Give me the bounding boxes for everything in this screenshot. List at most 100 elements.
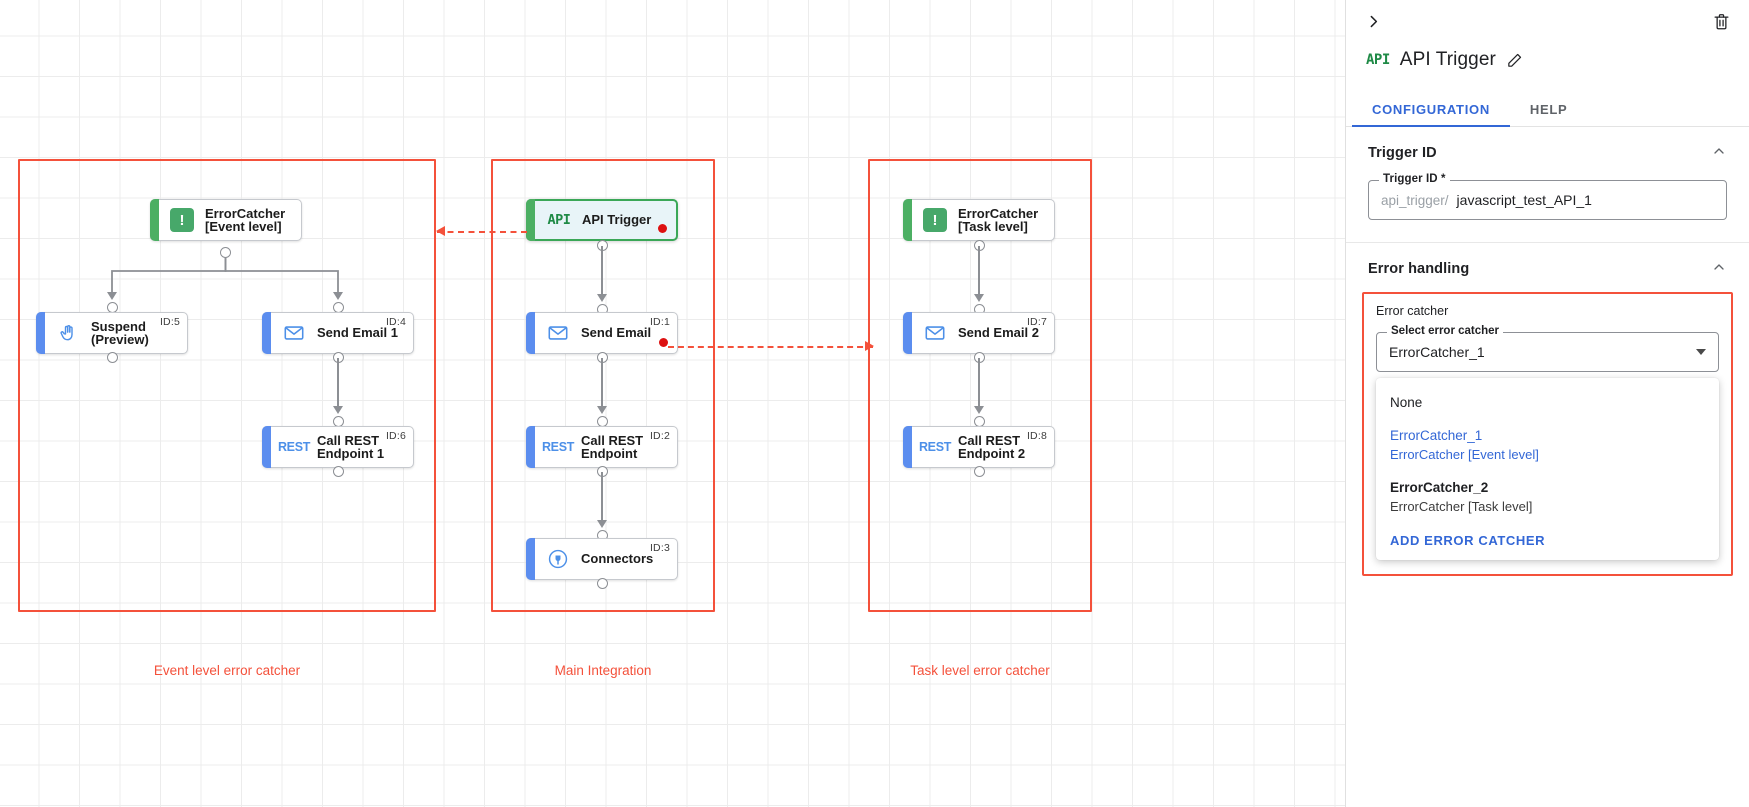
edge-send-email-to-call-rest (601, 358, 603, 410)
arrowhead-to-call-rest (596, 406, 607, 414)
arrowhead-to-send-email-2 (973, 294, 984, 302)
section-title: Trigger ID (1368, 144, 1437, 161)
add-error-catcher-button[interactable]: ADD ERROR CATCHER (1390, 533, 1546, 548)
port-out-call-rest-1[interactable] (332, 466, 344, 477)
arrowhead-to-call-rest-2 (973, 406, 984, 414)
node-label: Call REST Endpoint 2 (958, 432, 1026, 461)
section-title: Error handling (1368, 260, 1470, 277)
group-caption-main-integration: Main Integration (554, 663, 652, 678)
node-label: Call REST Endpoint (581, 432, 644, 461)
arrowhead-to-connectors (596, 520, 607, 528)
select-error-catcher-value: ErrorCatcher_1 (1389, 344, 1485, 360)
port-out-suspend[interactable] (106, 352, 118, 363)
edge-call-rest-to-connectors (601, 472, 603, 524)
rest-icon: REST (918, 440, 952, 454)
node-accent-bar (150, 199, 159, 241)
arrowhead-to-call-rest-1 (332, 406, 343, 414)
error-catcher-icon: ! (922, 207, 948, 233)
edge-send-email-1-to-call-rest-1 (337, 358, 339, 410)
node-error-catcher-task-level[interactable]: ! ErrorCatcher [Task level] (903, 199, 1055, 241)
port-out-connectors[interactable] (596, 578, 608, 589)
node-accent-bar (526, 538, 535, 580)
node-call-rest-endpoint[interactable]: REST Call REST Endpoint ID:2 (526, 426, 678, 468)
trigger-id-prefix: api_trigger/ (1381, 192, 1449, 208)
workflow-canvas[interactable]: Event level error catcher Main Integrati… (0, 0, 1345, 807)
node-label: Connectors (581, 551, 654, 567)
rest-icon: REST (541, 440, 575, 454)
chevron-up-icon[interactable] (1711, 259, 1727, 278)
group-box-main-integration (491, 159, 715, 612)
node-error-catcher-event-level[interactable]: ! ErrorCatcher [Event level] (150, 199, 302, 241)
section-header-trigger-id[interactable]: Trigger ID (1346, 127, 1749, 172)
trigger-id-input[interactable]: Trigger ID * api_trigger/ javascript_tes… (1368, 173, 1727, 220)
node-accent-bar (526, 426, 535, 468)
rest-icon: REST (277, 440, 311, 454)
node-accent-bar (903, 312, 912, 354)
node-label: Send Email 2 (958, 325, 1039, 341)
tab-help[interactable]: HELP (1529, 102, 1568, 117)
tab-configuration[interactable]: CONFIGURATION (1352, 92, 1510, 127)
option-primary: ErrorCatcher_1 (1390, 428, 1483, 443)
node-label: Call REST Endpoint 1 (317, 432, 385, 461)
option-secondary: ErrorCatcher [Task level] (1390, 499, 1533, 514)
error-indicator-dot (658, 224, 667, 233)
dashed-line (668, 346, 873, 348)
node-send-email-2[interactable]: Send Email 2 ID:7 (903, 312, 1055, 354)
node-accent-bar (262, 312, 271, 354)
section-header-error-handling[interactable]: Error handling (1346, 243, 1749, 288)
error-catcher-box-title: Error catcher (1376, 304, 1449, 318)
node-call-rest-endpoint-2[interactable]: REST Call REST Endpoint 2 ID:8 (903, 426, 1055, 468)
trigger-id-field-wrap: Trigger ID * api_trigger/ javascript_tes… (1346, 172, 1749, 242)
error-catcher-dropdown[interactable]: None ErrorCatcher_1 ErrorCatcher [Event … (1376, 378, 1719, 560)
option-primary: ErrorCatcher_2 (1390, 480, 1489, 495)
panel-title-row: API API Trigger (1346, 42, 1749, 78)
collapse-panel-button[interactable] (1360, 8, 1386, 34)
node-id-badge: ID:6 (385, 430, 406, 442)
section-trigger-id: Trigger ID Trigger ID * api_trigger/ jav… (1346, 127, 1749, 243)
panel-tabs: CONFIGURATION HELP (1346, 92, 1749, 127)
dropdown-option-none[interactable]: None (1376, 386, 1719, 419)
node-accent-bar (526, 199, 535, 241)
group-caption-event-level: Event level error catcher (153, 663, 301, 678)
node-id-badge: ID:7 (1026, 316, 1047, 328)
node-accent-bar (36, 312, 45, 354)
node-label: Send Email (581, 325, 652, 341)
node-label: API Trigger (582, 212, 652, 228)
option-primary: None (1390, 395, 1423, 410)
dropdown-option-errorcatcher-2[interactable]: ErrorCatcher_2 ErrorCatcher [Task level] (1376, 471, 1719, 523)
select-error-catcher-label: Select error catcher (1387, 325, 1504, 337)
trigger-id-value: javascript_test_API_1 (1456, 192, 1592, 208)
node-id-badge: ID:5 (159, 316, 180, 328)
chevron-up-icon[interactable] (1711, 143, 1727, 162)
node-api-trigger[interactable]: API API Trigger (526, 199, 678, 241)
email-icon (545, 320, 571, 346)
arrowhead-to-send-email (596, 294, 607, 302)
chevron-down-icon[interactable] (1696, 349, 1706, 355)
node-accent-bar (903, 199, 912, 241)
node-suspend-preview[interactable]: Suspend (Preview) ID:5 (36, 312, 188, 354)
connectors-icon (545, 546, 571, 572)
node-label: Suspend (Preview) (91, 318, 149, 347)
node-call-rest-endpoint-1[interactable]: REST Call REST Endpoint 1 ID:6 (262, 426, 414, 468)
error-catcher-box: Error catcher Select error catcher Error… (1362, 292, 1733, 576)
section-error-handling: Error handling Error catcher Select erro… (1346, 243, 1749, 602)
delete-icon[interactable] (1709, 9, 1733, 33)
group-box-task-level (868, 159, 1092, 612)
node-send-email[interactable]: Send Email ID:1 (526, 312, 678, 354)
node-id-badge: ID:4 (385, 316, 406, 328)
node-label: ErrorCatcher [Event level] (205, 205, 286, 234)
select-error-catcher[interactable]: Select error catcher ErrorCatcher_1 (1376, 325, 1719, 372)
dropdown-option-errorcatcher-1[interactable]: ErrorCatcher_1 ErrorCatcher [Event level… (1376, 419, 1719, 471)
dashed-line (437, 231, 527, 233)
email-icon (281, 320, 307, 346)
port-out-call-rest-2[interactable] (973, 466, 985, 477)
node-connectors[interactable]: Connectors ID:3 (526, 538, 678, 580)
node-id-badge: ID:8 (1026, 430, 1047, 442)
edge-fork-error-catcher (111, 257, 339, 296)
suspend-hand-icon (55, 320, 81, 346)
edit-pencil-icon[interactable] (1506, 52, 1523, 69)
edge-error-catcher-task-to-send-email-2 (978, 246, 980, 298)
node-id-badge: ID:1 (649, 316, 670, 328)
node-send-email-1[interactable]: Send Email 1 ID:4 (262, 312, 414, 354)
